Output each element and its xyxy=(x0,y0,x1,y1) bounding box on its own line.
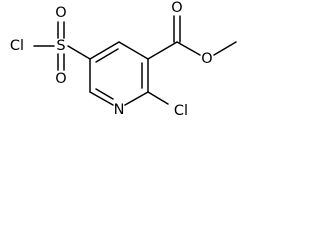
bond-c2-cl xyxy=(147,91,169,105)
bond-c6-n-inner xyxy=(95,88,114,100)
bond-oester-methyl xyxy=(213,41,237,56)
bond-c3-carbonyl xyxy=(147,41,178,60)
bond-c4-c5 xyxy=(89,41,120,60)
bond-c5-s xyxy=(67,45,91,60)
atom-o-ester: O xyxy=(201,51,212,67)
bond-n-c2 xyxy=(124,91,149,106)
bond-c3-c4 xyxy=(118,41,149,60)
atom-cl-sulfonyl: Cl xyxy=(10,38,24,54)
chemical-structure: Cl S O O O O N Cl xyxy=(10,0,237,119)
bond-c4-c5-inner xyxy=(95,48,119,63)
atom-n-ring: N xyxy=(114,102,125,118)
atom-cl-ring: Cl xyxy=(174,103,188,119)
bond-c6-n xyxy=(89,91,114,106)
bond-carbonyl-oester xyxy=(176,41,201,56)
atom-o-carbonyl: O xyxy=(171,0,182,16)
atom-labels: Cl S O O O O N Cl xyxy=(10,0,213,119)
atom-s: S xyxy=(56,38,65,54)
bonds xyxy=(33,15,237,106)
atom-o-sulfonyl-bottom: O xyxy=(55,71,66,87)
atom-o-sulfonyl-top: O xyxy=(55,5,66,21)
